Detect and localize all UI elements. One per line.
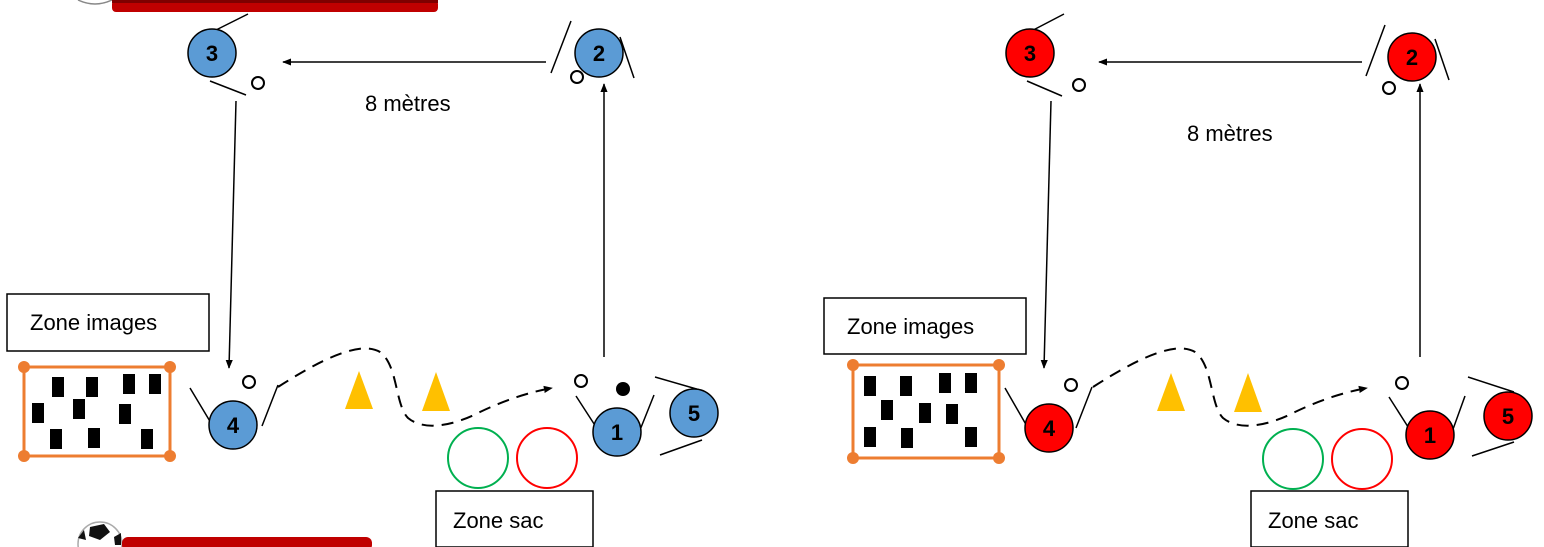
- hoop-green: [447, 427, 509, 489]
- image-zone-label: Zone images: [30, 310, 157, 335]
- image-card: [881, 400, 893, 420]
- image-card: [946, 404, 958, 424]
- player-2: 2: [1365, 24, 1450, 82]
- image-card: [900, 376, 912, 396]
- image-card: [88, 428, 100, 448]
- ball-marker: [1382, 81, 1396, 95]
- ball-marker: [251, 76, 265, 90]
- distance-label: 8 mètres: [365, 91, 451, 116]
- player-3: 3: [1005, 13, 1065, 97]
- image-card: [119, 404, 131, 424]
- hoop-green: [1262, 428, 1324, 490]
- cone-icon: [1234, 373, 1262, 412]
- ball-marker: [1064, 378, 1078, 392]
- ball-marker: [1395, 376, 1409, 390]
- player-number: 4: [227, 413, 240, 438]
- bag-zone-label-box: [435, 490, 594, 547]
- image-card: [965, 427, 977, 447]
- image-card: [149, 374, 161, 394]
- player-5: 5: [654, 376, 719, 456]
- drill-panel-right: 8 mètres Zone images: [823, 13, 1533, 547]
- image-zone: [18, 361, 176, 462]
- image-zone-label-box: [6, 293, 210, 352]
- player-1: 1: [575, 394, 655, 457]
- image-card: [86, 377, 98, 397]
- ball-marker: [574, 374, 588, 388]
- image-card: [901, 428, 913, 448]
- image-card: [32, 403, 44, 423]
- cone-icon: [345, 371, 373, 409]
- ball-marker: [242, 375, 256, 389]
- image-card: [52, 377, 64, 397]
- ball-marker: [570, 70, 584, 84]
- image-card: [50, 429, 62, 449]
- pass-arrow-3-to-4: [1040, 100, 1052, 369]
- player-2: 2: [550, 20, 635, 79]
- dribble-path-arrow: [1092, 347, 1368, 427]
- pass-arrow-3-to-4: [225, 100, 237, 369]
- bag-zone-label-box: [1250, 490, 1409, 547]
- image-card: [939, 373, 951, 393]
- cone-icon: [422, 372, 450, 411]
- player-number: 3: [1024, 41, 1036, 66]
- footer-soccer-ball-icon: [77, 521, 123, 547]
- cone-icon: [1157, 373, 1185, 411]
- player-number: 2: [593, 41, 605, 66]
- player-4: 4: [189, 384, 279, 450]
- player-number: 1: [1424, 423, 1436, 448]
- drill-panel-left: 8 mètres Zone images: [6, 13, 719, 547]
- image-zone: [847, 359, 1005, 464]
- player-number: 2: [1406, 45, 1418, 70]
- hoop-red: [1331, 428, 1393, 490]
- header-ball-icon: [77, 0, 113, 5]
- hoop-red: [516, 427, 578, 489]
- image-card: [965, 373, 977, 393]
- image-card: [123, 374, 135, 394]
- ball-marker: [1072, 78, 1086, 92]
- image-zone-label-box: [823, 297, 1027, 355]
- player-number: 1: [611, 420, 623, 445]
- player-3: 3: [187, 13, 249, 96]
- image-card: [919, 403, 931, 423]
- player-number: 5: [1502, 404, 1514, 429]
- image-card: [864, 427, 876, 447]
- image-card: [73, 399, 85, 419]
- distance-label: 8 mètres: [1187, 121, 1273, 146]
- bag-zone-label: Zone sac: [453, 508, 544, 533]
- footer-banner: [122, 537, 372, 547]
- player-number: 5: [688, 401, 700, 426]
- player-1: 1: [1388, 395, 1466, 460]
- player-5: 5: [1467, 376, 1533, 457]
- dribble-path-arrow: [277, 347, 553, 427]
- player-4: 4: [1004, 386, 1093, 453]
- image-zone-label: Zone images: [847, 314, 974, 339]
- player-number: 3: [206, 41, 218, 66]
- player-number: 4: [1043, 416, 1056, 441]
- header-banner-shadow: [112, 0, 438, 3]
- bag-zone-label: Zone sac: [1268, 508, 1359, 533]
- ball-filled: [616, 382, 630, 396]
- image-card: [141, 429, 153, 449]
- image-card: [864, 376, 876, 396]
